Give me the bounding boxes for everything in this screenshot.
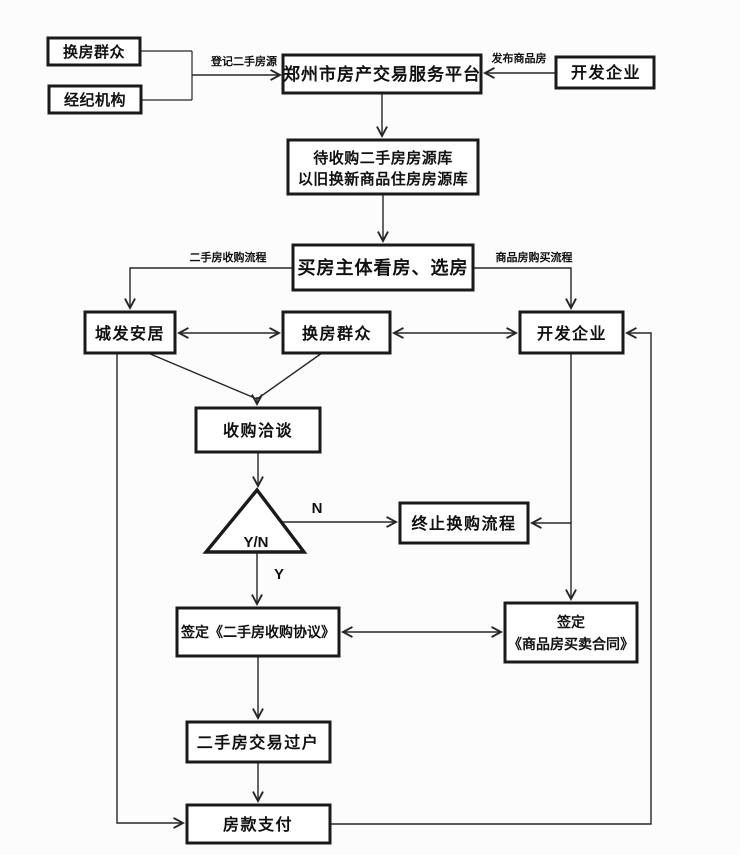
arrow-chengfa-to-payment <box>116 353 183 823</box>
node-payment-label: 房款支付 <box>223 815 293 834</box>
node-exchange-group-top: 换房群众 <box>46 36 142 67</box>
edge-label-publish-commodity: 发布商品房 <box>491 51 547 65</box>
node-payment: 房款支付 <box>185 803 332 845</box>
node-transfer-ownership: 二手房交易过户 <box>185 720 332 764</box>
node-developer-mid-label: 开发企业 <box>537 324 607 343</box>
node-payment-box <box>185 803 332 845</box>
edge-label-y: Y <box>274 566 284 583</box>
node-chengfa-anju-label: 城发安居 <box>95 324 165 343</box>
node-purchase-negotiation-label: 收购洽谈 <box>223 421 293 440</box>
node-housing-pool: 待收购二手房房源库 以旧换新商品住房房源库 <box>286 138 480 196</box>
node-developer-mid: 开发企业 <box>518 310 625 355</box>
node-developer-mid-box <box>518 310 625 355</box>
node-purchase-negotiation: 收购洽谈 <box>194 406 322 454</box>
node-sign-commodity-contract-line1: 签定 <box>556 614 585 630</box>
node-exchange-group-mid-box <box>281 310 392 355</box>
node-viewing-selection-label: 买房主体看房、选房 <box>298 257 469 278</box>
node-terminate-process: 终止换购流程 <box>398 501 530 545</box>
node-chengfa-anju: 城发安居 <box>83 310 177 355</box>
arrow-viewing-to-developer <box>473 267 571 308</box>
connectors <box>116 50 652 825</box>
node-sign-commodity-contract: 签定 《商品房买卖合同》 <box>503 601 639 664</box>
node-brokerage-agency: 经纪机构 <box>47 84 143 115</box>
node-sign-secondhand-agreement-label: 签定《二手房收购协议》 <box>180 624 335 640</box>
node-terminate-process-box <box>398 501 530 545</box>
node-developer-top-label: 开发企业 <box>571 63 641 82</box>
node-sign-secondhand-agreement: 签定《二手房收购协议》 <box>175 606 341 658</box>
node-terminate-process-label: 终止换购流程 <box>411 514 516 533</box>
node-transfer-ownership-box <box>185 720 332 764</box>
node-brokerage-agency-label: 经纪机构 <box>64 91 126 109</box>
node-housing-pool-line1: 待收购二手房房源库 <box>313 149 453 167</box>
line-chengfa-to-negotiation <box>147 352 258 400</box>
node-trading-platform-label: 郑州市房产交易服务平台 <box>283 64 481 84</box>
node-developer-top-box <box>554 55 656 90</box>
node-housing-pool-line2: 以旧换新商品住房房源库 <box>298 170 469 188</box>
node-trading-platform-box <box>281 53 483 95</box>
node-housing-pool-box <box>286 138 480 196</box>
node-developer-top: 开发企业 <box>554 55 656 90</box>
arrow-viewing-to-chengfa <box>130 267 293 308</box>
edge-labels: 登记二手房源 发布商品房 二手房收购流程 商品房购买流程 N Y <box>190 51 573 583</box>
node-trading-platform: 郑州市房产交易服务平台 <box>281 53 483 95</box>
decision-triangle: Y/N <box>202 487 308 554</box>
node-exchange-group-mid-label: 换房群众 <box>302 324 372 343</box>
edge-label-commodity-flow: 商品房购买流程 <box>496 250 573 264</box>
node-brokerage-agency-box <box>47 84 143 115</box>
node-sign-secondhand-agreement-box <box>175 606 341 658</box>
node-viewing-selection: 买房主体看房、选房 <box>291 243 475 292</box>
node-sign-commodity-contract-box <box>503 601 639 664</box>
node-transfer-ownership-label: 二手房交易过户 <box>197 733 320 752</box>
decision-triangle-label: Y/N <box>243 534 268 551</box>
node-sign-commodity-contract-line2: 《商品房买卖合同》 <box>508 636 634 652</box>
node-exchange-group-mid: 换房群众 <box>281 310 392 355</box>
node-viewing-selection-box <box>291 243 475 292</box>
node-purchase-negotiation-box <box>194 406 322 454</box>
node-exchange-group-top-box <box>46 36 142 67</box>
bracket-left-sources <box>140 50 193 101</box>
edge-label-secondhand-flow: 二手房收购流程 <box>190 250 267 264</box>
arrow-payment-to-developer <box>330 333 652 825</box>
node-exchange-group-top-label: 换房群众 <box>63 43 125 61</box>
line-exchange-to-negotiation <box>256 352 323 400</box>
edge-label-n: N <box>312 500 323 517</box>
edge-label-register-listing: 登记二手房源 <box>210 54 277 68</box>
decision-triangle-shape <box>202 487 308 554</box>
node-chengfa-anju-box <box>83 310 177 355</box>
